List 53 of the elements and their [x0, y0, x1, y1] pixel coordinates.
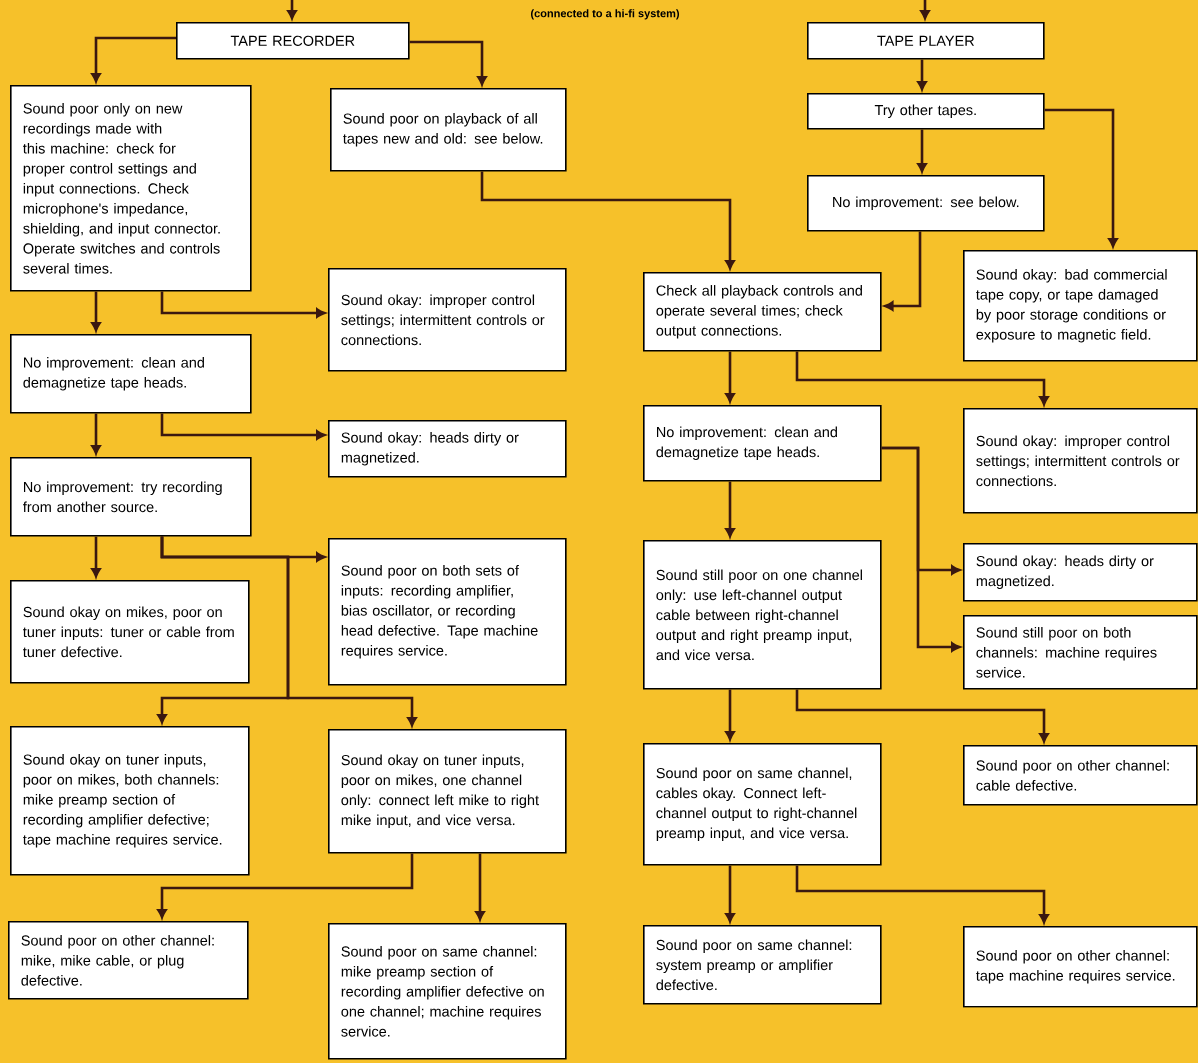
step-box: Check all playback controls and operate several times; check output connections.: [643, 272, 882, 352]
step-box: Sound poor on other channel: tape machine requires service.: [963, 926, 1198, 1008]
step-box: Sound okay on tuner inputs, poor on mikes, both channels: mike preamp section of recording amplifier defective; tape machine requires service.: [10, 726, 250, 876]
step-box: Sound okay on tuner inputs, poor on mikes, one channel only: connect left mike to right mike input, and vice versa.: [328, 729, 567, 854]
step-box: Sound okay: improper control settings; intermittent controls or connections.: [328, 268, 567, 372]
arrow: [884, 231, 922, 311]
arrow: [881, 446, 961, 652]
arrow: [91, 413, 101, 455]
step-box: Sound okay: improper control settings; intermittent controls or connections.: [963, 408, 1198, 514]
arrow: [795, 865, 1049, 924]
arrow: [1044, 108, 1118, 248]
arrow: [160, 536, 417, 727]
arrow: [795, 351, 1049, 406]
arrow: [480, 171, 735, 270]
step-box: Sound poor only on new recordings made with this machine: check for proper control settings and input connections. Check microphone's impedance, shielding, and input connector. Operate switches and controls several times.: [10, 85, 252, 292]
step-box: Sound okay: heads dirty or magnetized.: [963, 543, 1198, 602]
arrow: [409, 40, 487, 86]
arrow: [920, 0, 930, 20]
step-box: Sound still poor on one channel only: use left-channel output cable between right-channel output and right preamp input, and vice versa.: [643, 540, 882, 690]
arrow: [287, 0, 297, 20]
arrow: [160, 413, 326, 440]
step-box: Sound poor on other channel: cable defective.: [963, 745, 1198, 806]
step-box: Sound still poor on both channels: machine requires service.: [963, 615, 1198, 690]
step-box: No improvement: try recording from another source.: [10, 457, 252, 537]
arrow: [795, 689, 1049, 743]
heading-box: TAPE PLAYER: [807, 22, 1045, 60]
arrow: [725, 481, 735, 538]
step-box: No improvement: clean and demagnetize tape heads.: [643, 405, 882, 482]
step-box: Sound okay on mikes, poor on tuner inputs: tuner or cable from tuner defective.: [10, 580, 250, 684]
note-text: (connected to a hi-fi system): [531, 9, 680, 20]
arrow: [91, 36, 176, 83]
heading-box: TAPE RECORDER: [176, 22, 410, 60]
step-box: Sound poor on same channel: system preamp or amplifier defective.: [643, 925, 882, 1005]
arrow: [160, 291, 326, 318]
arrow: [725, 689, 735, 741]
arrow: [91, 291, 101, 332]
arrow: [475, 853, 485, 921]
step-box: Sound poor on other channel: mike, mike cable, or plug defective.: [8, 921, 249, 1000]
step-box: Sound poor on playback of all tapes new and old: see below.: [330, 88, 567, 172]
heading-box: No improvement: see below.: [807, 175, 1045, 232]
arrow: [917, 129, 927, 173]
step-box: Sound okay: heads dirty or magnetized.: [328, 420, 567, 478]
step-box: No improvement: clean and demagnetize tape heads.: [10, 334, 252, 414]
step-box: Sound okay: bad commercial tape copy, or tape damaged by poor storage conditions or exposure to magnetic field.: [963, 250, 1198, 362]
arrow: [91, 536, 101, 578]
arrow: [725, 351, 735, 403]
arrow: [725, 865, 735, 923]
arrow: [157, 853, 414, 919]
heading-box: Try other tapes.: [807, 93, 1045, 130]
step-box: Sound poor on same channel, cables okay. Connect left-channel output to right-channel preamp input, and vice versa.: [643, 743, 882, 866]
step-box: Sound poor on both sets of inputs: recording amplifier, bias oscillator, or recording head defective. Tape machine requires service.: [328, 538, 567, 686]
arrow: [917, 59, 927, 91]
step-box: Sound poor on same channel: mike preamp section of recording amplifier defective on one channel; machine requires service.: [328, 923, 567, 1060]
